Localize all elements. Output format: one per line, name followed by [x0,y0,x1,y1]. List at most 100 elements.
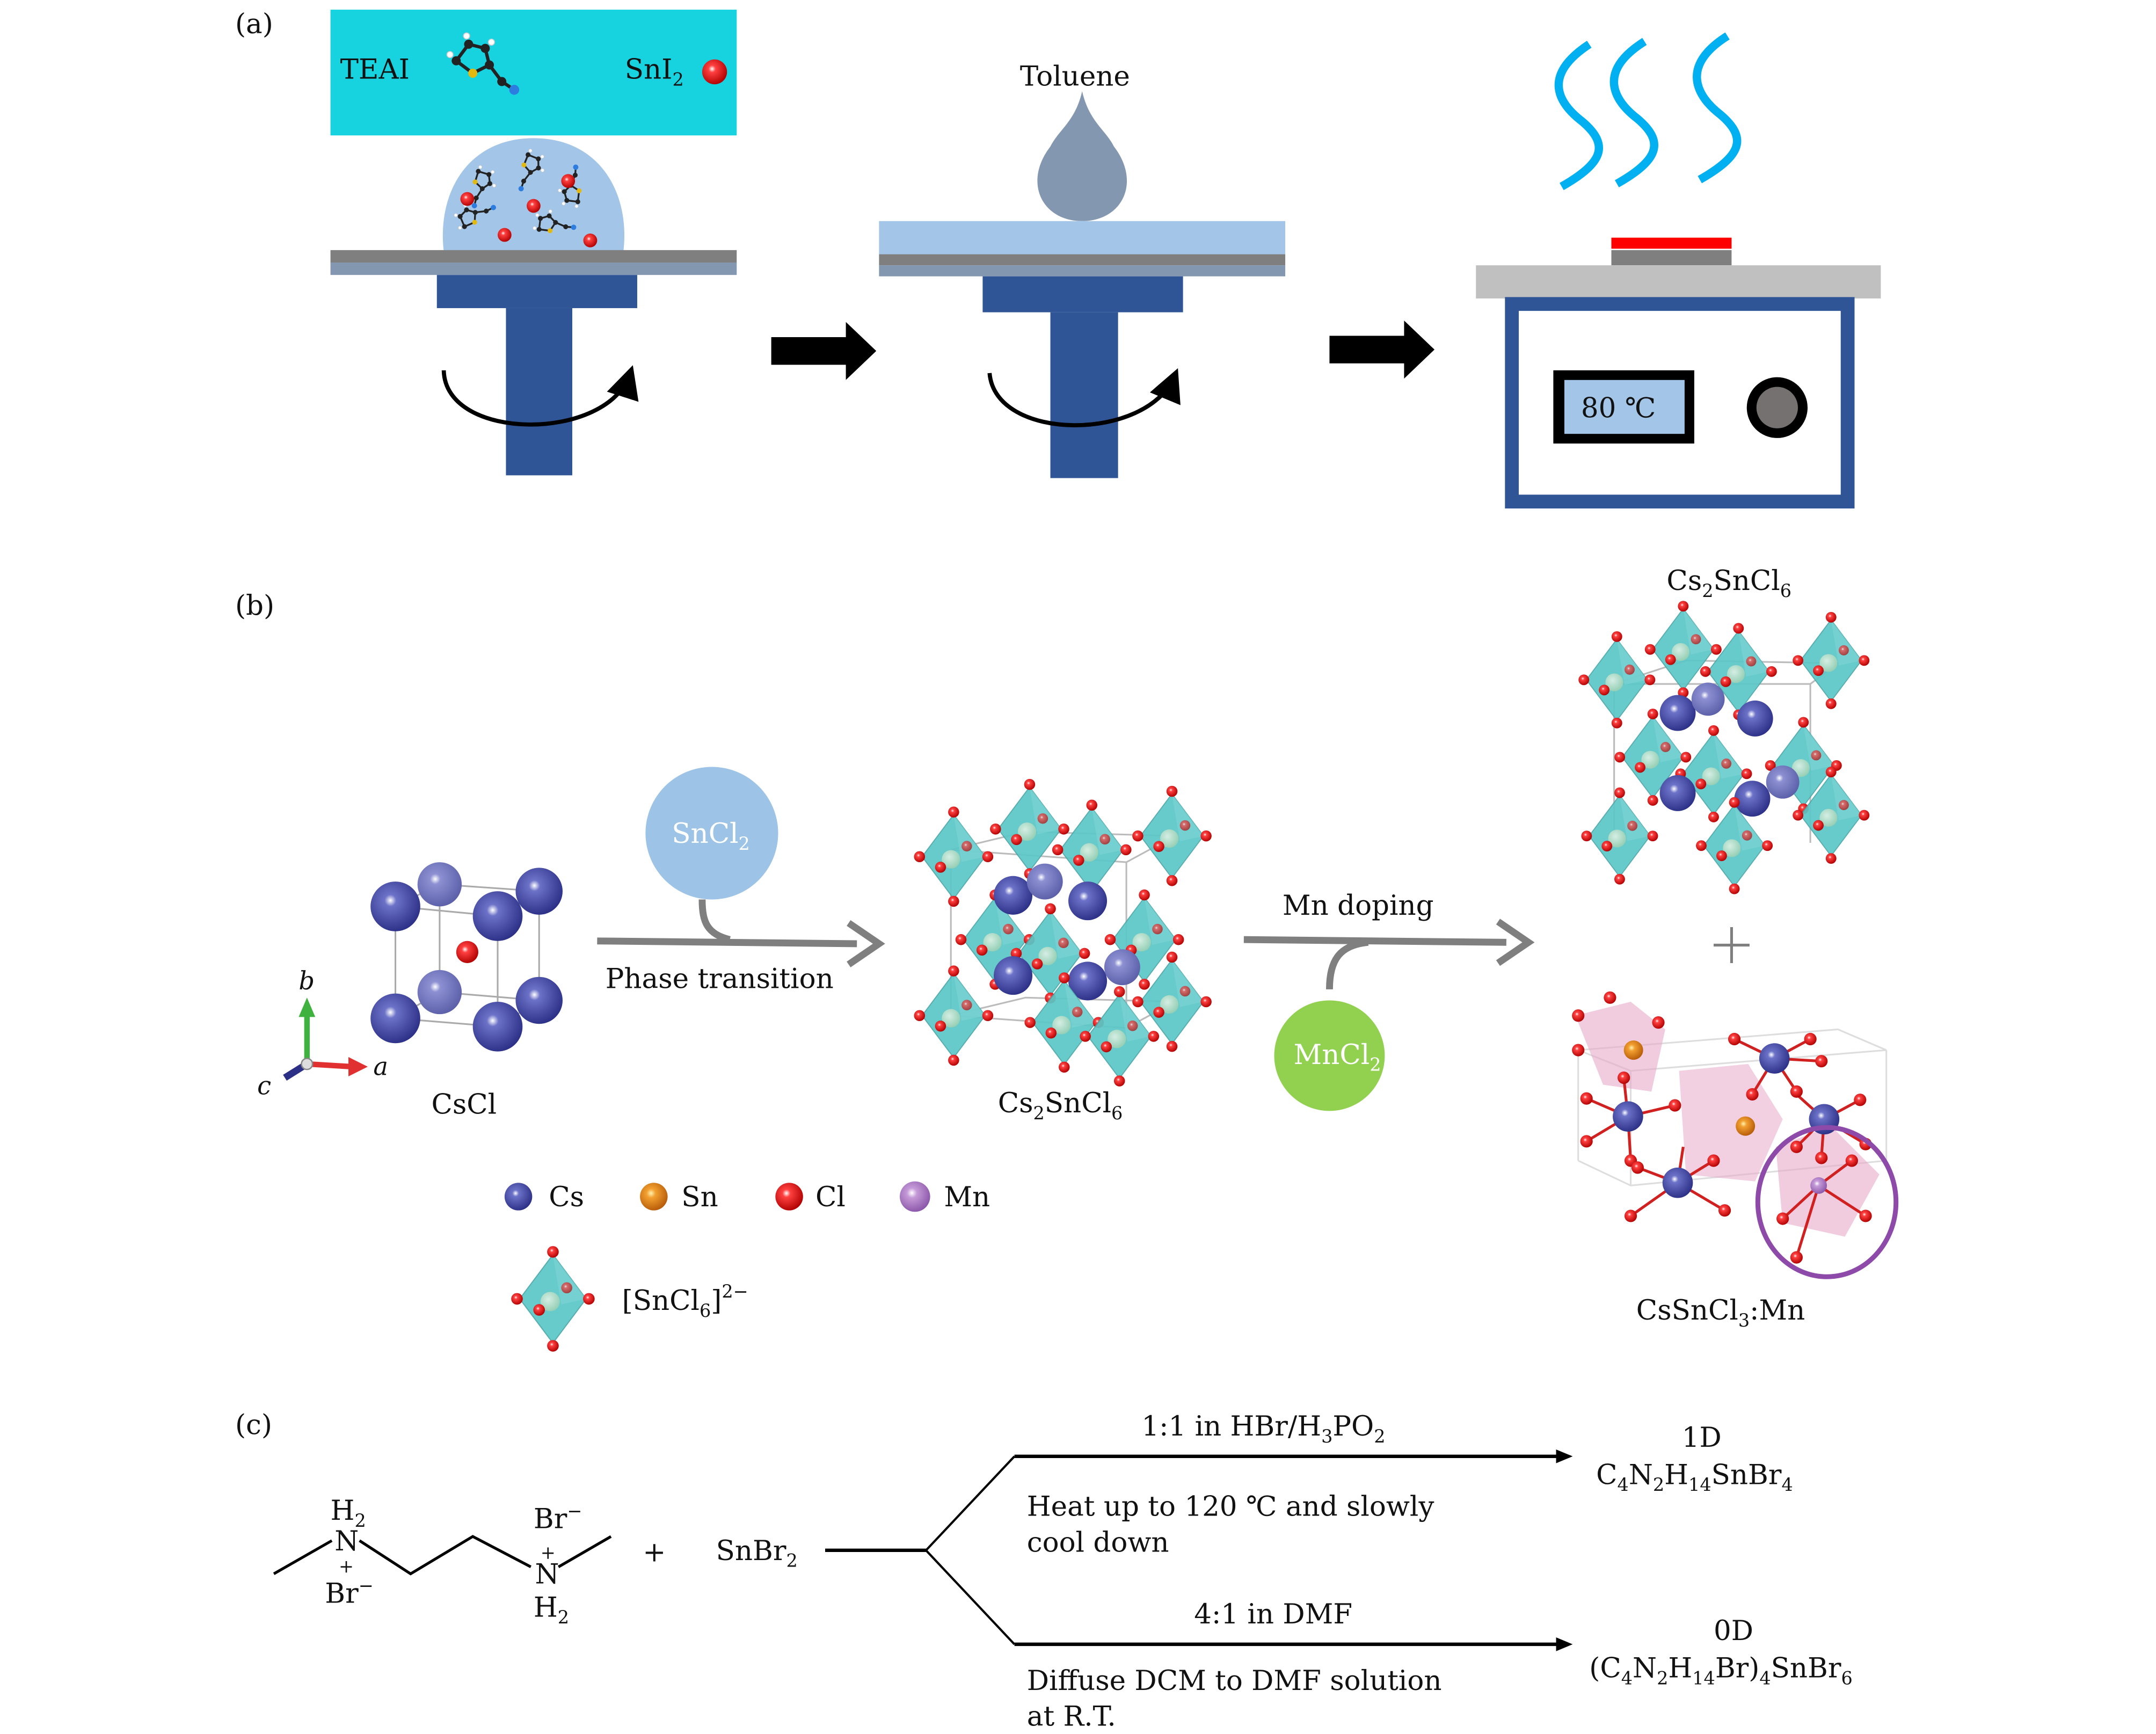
substrate [1611,250,1732,266]
a-axis-icon [307,1061,353,1070]
route-1-dimension: 1D [1682,1422,1722,1454]
panel-a: (a) TEAI SnI2 [235,8,1881,509]
cs2sncl6-structure-middle: Cs2SnCl6 [913,778,1213,1124]
spin-coater-step2: Toluene [879,61,1286,478]
substrate-base [879,265,1286,276]
axis-triad: b a c [257,966,388,1101]
route-1-arrow-icon [1556,1449,1573,1463]
legend-item-sn: Sn [640,1181,718,1213]
route-1-product: C4N2H14SnBr4 [1596,1459,1793,1495]
hotplate-step3: 80 ℃ [1476,32,1881,509]
sncl2-reagent-circle [645,767,778,900]
hotplate-surface [1476,265,1881,298]
route-2: 4:1 in DMF Diffuse DCM to DMF solution a… [1027,1598,1853,1732]
cs-atom-icon [504,1183,533,1211]
toluene-drop-icon [1037,91,1127,221]
svg-text:+: + [541,1542,556,1563]
route-2-product: (C4N2H14Br)4SnBr6 [1589,1652,1852,1689]
svg-text:Mn: Mn [944,1181,990,1213]
route-2-note-line-1: Diffuse DCM to DMF solution [1027,1665,1442,1697]
svg-text:Cl: Cl [815,1181,846,1213]
svg-text:+: + [339,1556,354,1577]
legend-item-cl: Cl [775,1181,846,1213]
arrow-head-icon [1496,919,1535,966]
cs2sncl6-structure-product: Cs2SnCl6 [1578,565,1870,963]
spinner-chuck [436,275,637,308]
temperature-readout: 80 ℃ [1581,392,1656,424]
axis-b-label: b [298,966,315,995]
svg-text:Br−: Br− [325,1575,373,1610]
spinner-shaft [1050,312,1118,478]
rotation-arrow-icon [441,365,639,427]
film-layer [879,221,1286,254]
reaction-branch [825,1449,1573,1651]
legend-item-octahedron: [SnCl6]2− [510,1245,748,1353]
cssncl3-mn-label: CsSnCl3:Mn [1636,1294,1805,1331]
svg-text:Sn: Sn [681,1181,718,1213]
svg-text:H2: H2 [534,1591,569,1628]
route-2-note-line-2: at R.T. [1027,1701,1116,1731]
panel-c: (c) H2 N + Br− Br− + N H2 + SnBr2 1:1 in… [235,1409,1853,1733]
mncl2-reagent-circle [1274,1000,1385,1111]
svg-text:N: N [535,1558,559,1591]
mn-atom-icon [899,1181,930,1212]
sni2-label: SnI2 [625,54,684,90]
substrate [330,250,737,263]
panel-b-label: (b) [235,589,274,622]
substrate [879,254,1286,266]
route-1-note-line-1: Heat up to 120 ℃ and slowly [1027,1490,1434,1522]
precursor-droplet [442,138,625,252]
legend-item-cs: Cs [504,1181,584,1213]
panel-b: (b) b a c [235,565,1899,1353]
route-2-condition: 4:1 in DMF [1194,1598,1352,1630]
sn-atom-icon [640,1183,668,1211]
svg-text:[SnCl6]2−: [SnCl6]2− [622,1281,748,1321]
svg-text:N: N [334,1525,359,1557]
process-arrow-2-icon [1329,320,1435,379]
route-1: 1:1 in HBr/H3PO2 Heat up to 120 ℃ and sl… [1027,1410,1793,1558]
snbr2-label: SnBr2 [716,1535,798,1571]
route-2-dimension: 0D [1714,1615,1753,1647]
axis-c-label: c [257,1071,271,1100]
axis-a-label: a [373,1052,388,1081]
droplet-contents [448,145,598,249]
cs2sncl6-product-label: Cs2SnCl6 [1666,565,1791,601]
cssncl3-mn-structure: CsSnCl3:Mn [1572,991,1899,1331]
cs2sncl6-middle-label: Cs2SnCl6 [998,1087,1123,1124]
teai-label: TEAI [340,54,410,86]
rotation-arrow-icon [987,368,1181,427]
svg-text:H2: H2 [331,1495,366,1531]
steam-icon [1554,32,1742,191]
cl-atom-icon [775,1183,803,1211]
mncl2-label: MnCl2 [1294,1039,1381,1075]
panel-c-label: (c) [235,1409,272,1441]
process-arrow-1-icon [771,322,877,380]
mn-doping-label: Mn doping [1283,890,1434,922]
substrate-base [330,263,737,275]
phase-transition-label: Phase transition [606,963,834,995]
diammonium-reactant: H2 N + Br− Br− + N H2 [273,1495,612,1628]
sncl6-octahedron-icon [510,1245,595,1353]
spin-coater-step1: TEAI SnI2 [330,10,737,476]
cscl-label: CsCl [431,1089,497,1121]
plus-sign: + [643,1536,666,1568]
cscl-structure: CsCl [370,862,563,1121]
legend-item-mn: Mn [899,1181,990,1213]
toluene-label: Toluene [1020,61,1130,93]
route-2-arrow-icon [1556,1637,1573,1651]
phase-transition-arrow: SnCl2 Phase transition [597,767,885,995]
svg-text:Cs: Cs [549,1181,584,1213]
spinner-chuck [982,276,1183,312]
arrow-head-icon [847,920,885,967]
atom-legend: Cs Sn Cl Mn [SnCl6]2− [504,1181,990,1353]
panel-a-label: (a) [235,8,273,40]
film-sample [1611,237,1732,249]
sni2-atom-icon [702,59,727,85]
route-1-condition: 1:1 in HBr/H3PO2 [1141,1410,1385,1447]
sncl2-label: SnCl2 [672,818,750,854]
spinner-shaft [506,308,572,476]
route-1-note-line-2: cool down [1027,1526,1169,1558]
mn-site-highlight [1755,1125,1899,1279]
